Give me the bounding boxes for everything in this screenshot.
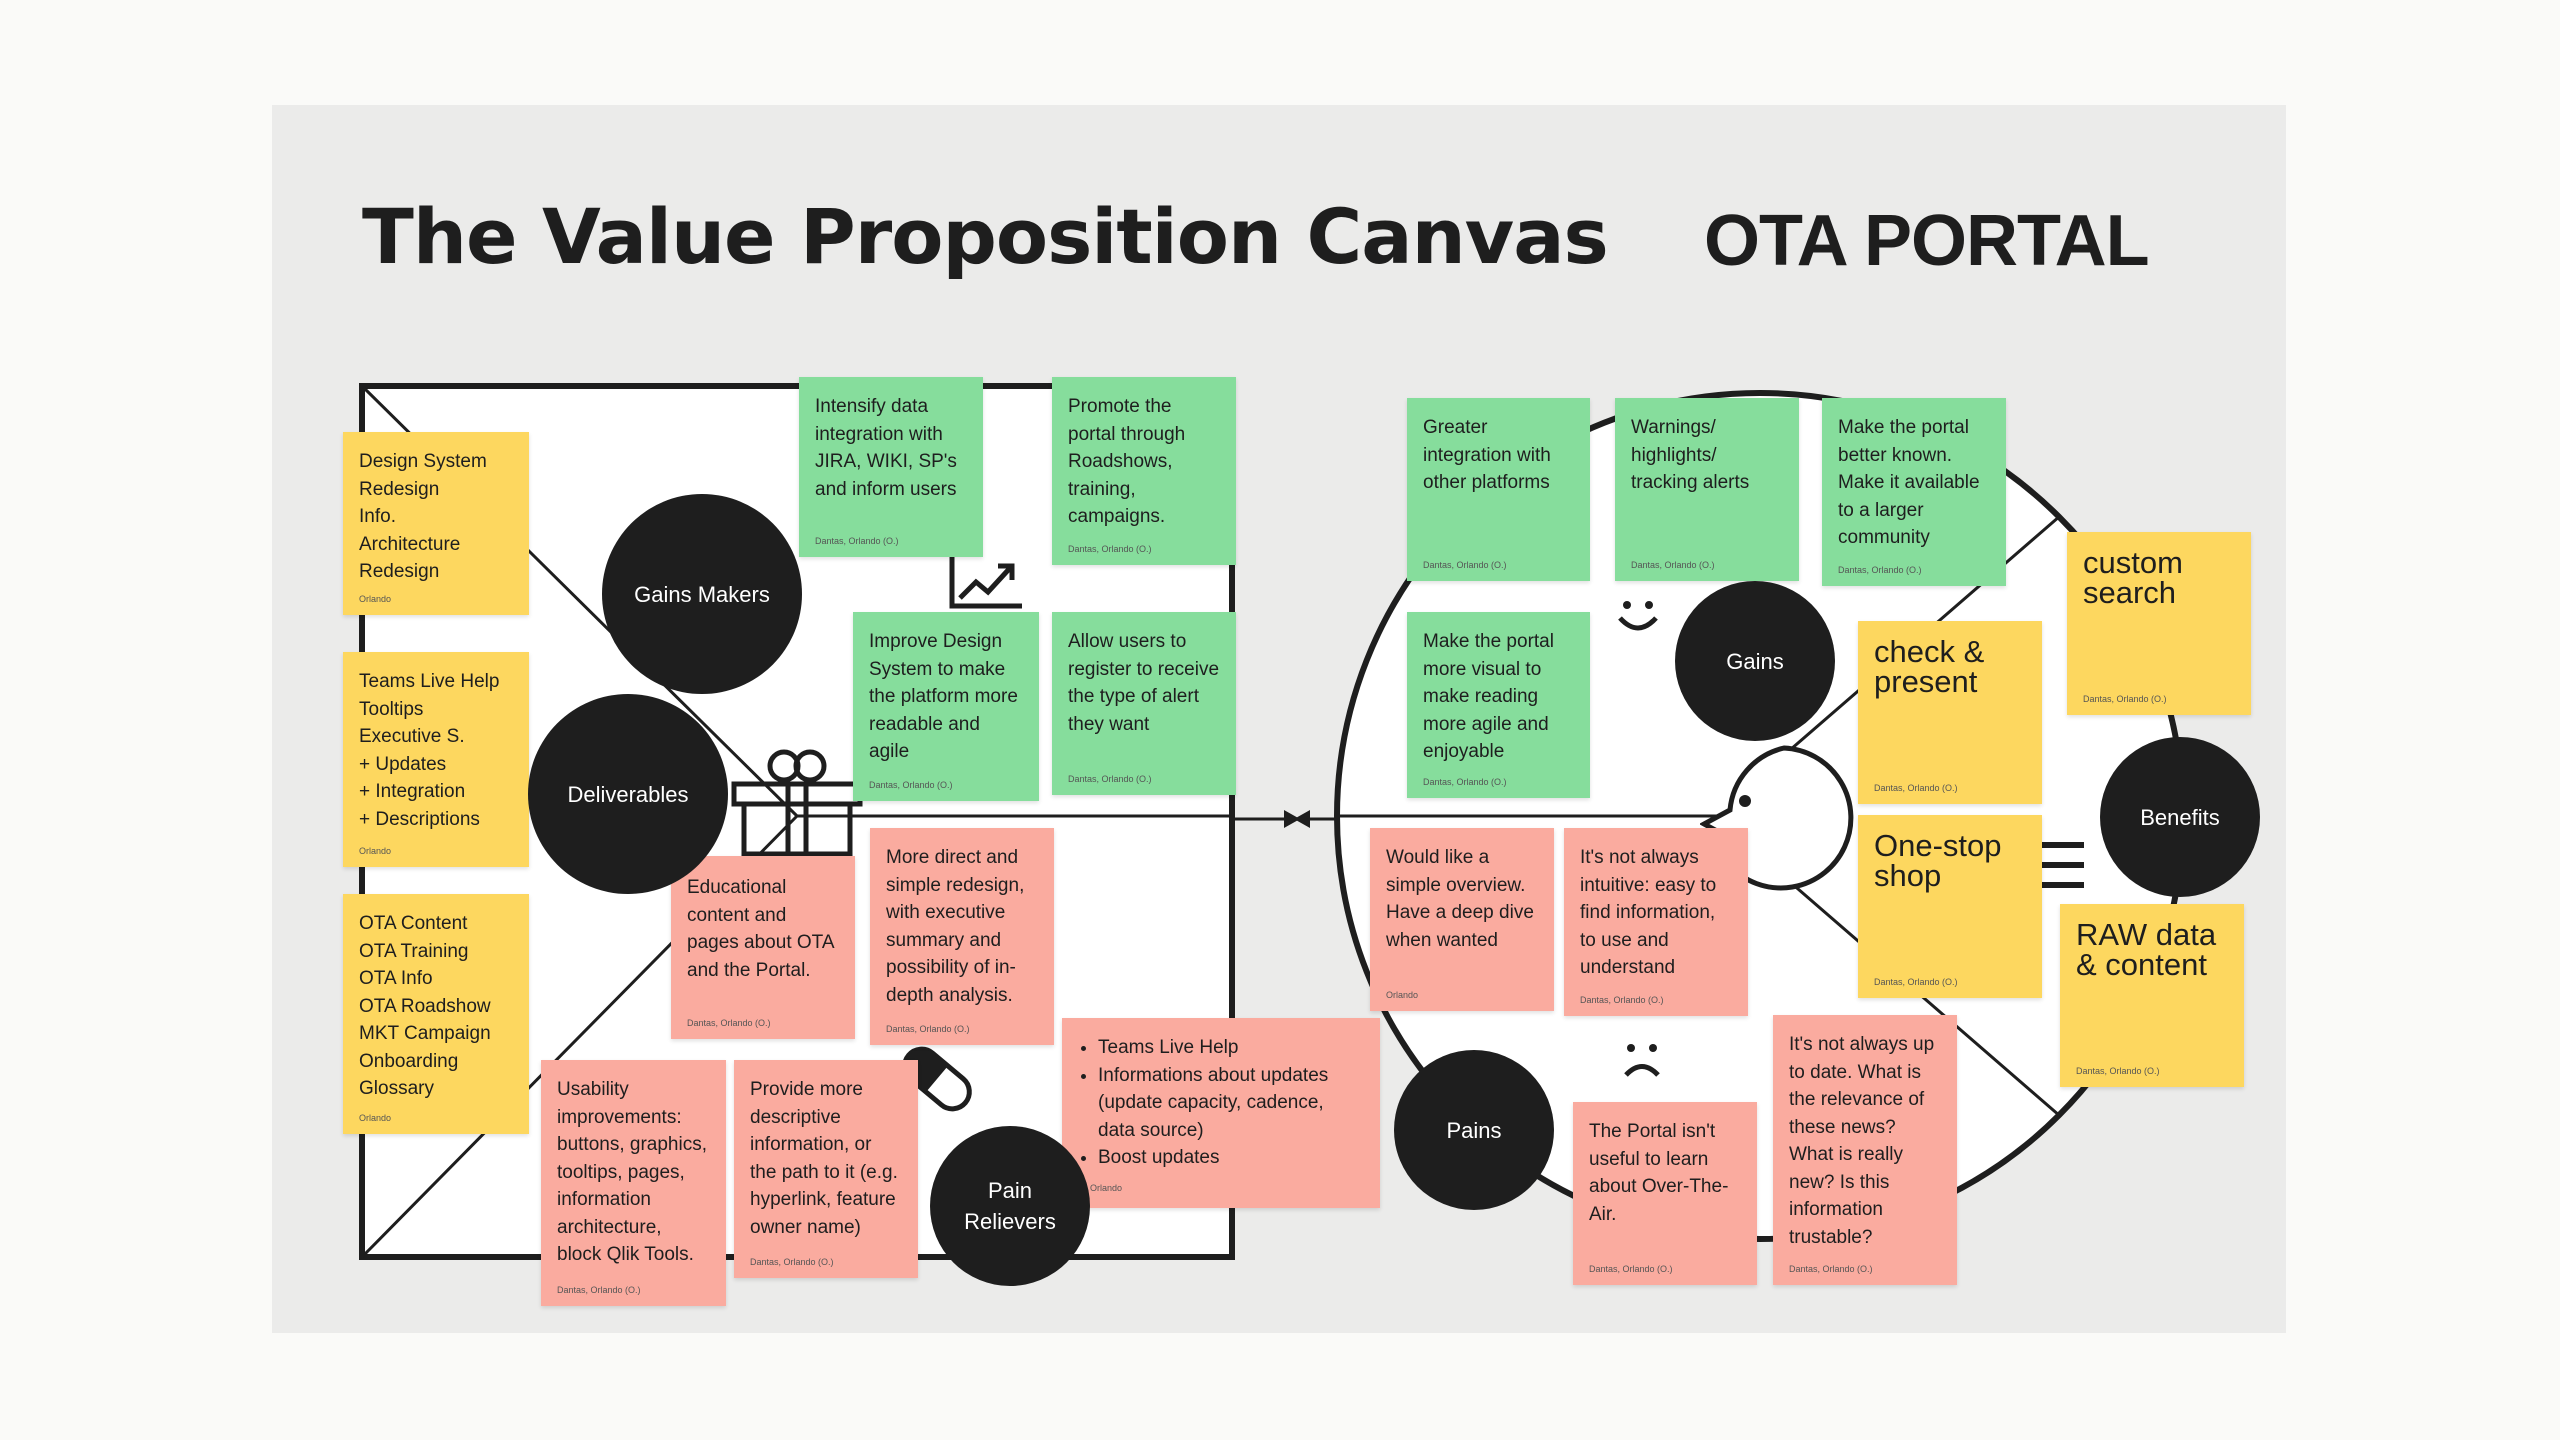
smile-icon bbox=[1618, 601, 1658, 631]
sticky-text: RAW data & content bbox=[2076, 917, 2217, 982]
sticky-text: Make the portal more visual to make read… bbox=[1423, 631, 1554, 762]
sticky-author: Dantas, Orlando (O.) bbox=[750, 1257, 834, 1267]
sticky-text: The Portal isn't useful to learn about O… bbox=[1589, 1121, 1729, 1225]
list-item: Boost updates bbox=[1098, 1144, 1364, 1172]
sticky-note-more-visual[interactable]: Make the portal more visual to make read… bbox=[1407, 612, 1590, 798]
sticky-author: Orlando bbox=[359, 846, 392, 856]
sticky-author: Dantas, Orlando (O.) bbox=[2076, 1066, 2160, 1076]
list-item: Teams Live Help bbox=[1098, 1034, 1364, 1062]
sticky-author: Dantas, Orlando (O.) bbox=[1580, 995, 1664, 1005]
gains-makers-label: Gains Makers bbox=[602, 494, 802, 694]
sticky-author: Dantas, Orlando (O.) bbox=[886, 1024, 970, 1034]
sticky-note-ota-content[interactable]: OTA Content OTA Training OTA Info OTA Ro… bbox=[343, 894, 529, 1134]
sticky-note-teams-updates-list[interactable]: Teams Live Help Informations about updat… bbox=[1062, 1018, 1380, 1208]
sticky-note-greater-integration[interactable]: Greater integration with other platforms… bbox=[1407, 398, 1590, 581]
sticky-author: Orlando bbox=[1386, 990, 1419, 1000]
sticky-author: Dantas, Orlando (O.) bbox=[687, 1018, 771, 1028]
bullet-list: Teams Live Help Informations about updat… bbox=[1074, 1034, 1364, 1172]
sticky-text: Would like a simple overview. Have a dee… bbox=[1386, 847, 1534, 951]
sticky-note-not-up-to-date[interactable]: It's not always up to date. What is the … bbox=[1773, 1015, 1957, 1285]
pains-label: Pains bbox=[1394, 1050, 1554, 1210]
sticky-note-design-system[interactable]: Design System Redesign Info. Architectur… bbox=[343, 432, 529, 615]
pain-relievers-label: Pain Relievers bbox=[930, 1126, 1090, 1286]
sticky-text: Design System Redesign Info. Architectur… bbox=[359, 451, 487, 582]
sticky-author: Dantas, Orlando (O.) bbox=[1068, 544, 1152, 554]
frown-icon bbox=[1624, 1044, 1660, 1077]
sticky-note-improve-design[interactable]: Improve Design System to make the platfo… bbox=[853, 612, 1039, 801]
sticky-text: It's not always up to date. What is the … bbox=[1789, 1034, 1935, 1248]
sticky-author: Dantas, Orlando (O.) bbox=[557, 1285, 641, 1295]
sticky-note-not-useful[interactable]: The Portal isn't useful to learn about O… bbox=[1573, 1102, 1757, 1285]
page-subtitle: OTA PORTAL bbox=[1704, 201, 2150, 281]
sticky-text: Educational content and pages about OTA … bbox=[687, 877, 835, 981]
sticky-text: custom search bbox=[2083, 545, 2183, 610]
deliverables-label: Deliverables bbox=[528, 694, 728, 894]
sticky-note-intensify-data[interactable]: Intensify data integration with JIRA, WI… bbox=[799, 377, 983, 557]
list-item: Informations about updates (update capac… bbox=[1098, 1062, 1364, 1145]
fit-arrow-right-head bbox=[1284, 810, 1300, 828]
sticky-text: Usability improvements: buttons, graphic… bbox=[557, 1079, 707, 1265]
sticky-author: Dantas, Orlando (O.) bbox=[1423, 777, 1507, 787]
sticky-text: OTA Content OTA Training OTA Info OTA Ro… bbox=[359, 913, 491, 1099]
sticky-note-provide-info[interactable]: Provide more descriptive information, or… bbox=[734, 1060, 918, 1278]
sticky-author: Dantas, Orlando (O.) bbox=[815, 536, 899, 546]
sticky-note-better-known[interactable]: Make the portal better known. Make it av… bbox=[1822, 398, 2006, 586]
sticky-text: Promote the portal through Roadshows, tr… bbox=[1068, 396, 1186, 527]
sticky-author: Orlando bbox=[1090, 1183, 1123, 1193]
sticky-author: Orlando bbox=[359, 594, 392, 604]
sticky-note-direct-redesign[interactable]: More direct and simple redesign, with ex… bbox=[870, 828, 1054, 1045]
sticky-text: Improve Design System to make the platfo… bbox=[869, 631, 1018, 762]
sticky-author: Orlando bbox=[359, 1113, 392, 1123]
sticky-text: Allow users to register to receive the t… bbox=[1068, 631, 1220, 735]
sticky-text: More direct and simple redesign, with ex… bbox=[886, 847, 1025, 1006]
sticky-author: Dantas, Orlando (O.) bbox=[1874, 977, 1958, 987]
sticky-note-check-present[interactable]: check & present Dantas, Orlando (O.) bbox=[1858, 621, 2042, 804]
sticky-text: Teams Live Help Tooltips Executive S. + … bbox=[359, 671, 500, 830]
sticky-author: Dantas, Orlando (O.) bbox=[1789, 1264, 1873, 1274]
sticky-text: Provide more descriptive information, or… bbox=[750, 1079, 898, 1238]
sticky-text: It's not always intuitive: easy to find … bbox=[1580, 847, 1717, 978]
page-title: The Value Proposition Canvas bbox=[362, 192, 1609, 281]
sticky-note-custom-search[interactable]: custom search Dantas, Orlando (O.) bbox=[2067, 532, 2251, 715]
sticky-author: Dantas, Orlando (O.) bbox=[1631, 560, 1715, 570]
sticky-note-one-stop-shop[interactable]: One-stop shop Dantas, Orlando (O.) bbox=[1858, 815, 2042, 998]
sticky-author: Dantas, Orlando (O.) bbox=[2083, 694, 2167, 704]
sticky-author: Dantas, Orlando (O.) bbox=[1589, 1264, 1673, 1274]
sticky-text: Greater integration with other platforms bbox=[1423, 417, 1551, 493]
sticky-note-teams-live-help[interactable]: Teams Live Help Tooltips Executive S. + … bbox=[343, 652, 529, 867]
list-lines-icon bbox=[2038, 842, 2084, 888]
gains-label: Gains bbox=[1675, 581, 1835, 741]
sticky-text: Make the portal better known. Make it av… bbox=[1838, 417, 1980, 548]
sticky-author: Dantas, Orlando (O.) bbox=[1874, 783, 1958, 793]
sticky-note-educational-content[interactable]: Educational content and pages about OTA … bbox=[671, 856, 855, 1039]
sticky-note-not-intuitive[interactable]: It's not always intuitive: easy to find … bbox=[1564, 828, 1748, 1016]
sticky-author: Dantas, Orlando (O.) bbox=[1423, 560, 1507, 570]
sticky-note-simple-overview[interactable]: Would like a simple overview. Have a dee… bbox=[1370, 828, 1554, 1011]
fit-arrow-left-head bbox=[1294, 810, 1310, 828]
sticky-text: One-stop shop bbox=[1874, 828, 2002, 893]
sticky-note-usability[interactable]: Usability improvements: buttons, graphic… bbox=[541, 1060, 726, 1306]
sticky-author: Dantas, Orlando (O.) bbox=[1838, 565, 1922, 575]
sticky-text: Intensify data integration with JIRA, WI… bbox=[815, 396, 957, 500]
sticky-note-allow-users[interactable]: Allow users to register to receive the t… bbox=[1052, 612, 1236, 795]
sticky-text: Warnings/ highlights/ tracking alerts bbox=[1631, 417, 1750, 493]
sticky-note-warnings[interactable]: Warnings/ highlights/ tracking alerts Da… bbox=[1615, 398, 1799, 581]
benefits-label: Benefits bbox=[2100, 737, 2260, 897]
trending-up-icon bbox=[949, 556, 1022, 609]
sticky-note-promote-portal[interactable]: Promote the portal through Roadshows, tr… bbox=[1052, 377, 1236, 565]
sticky-author: Dantas, Orlando (O.) bbox=[1068, 774, 1152, 784]
gift-icon bbox=[731, 749, 863, 856]
sticky-text: check & present bbox=[1874, 634, 1985, 699]
sticky-author: Dantas, Orlando (O.) bbox=[869, 780, 953, 790]
sticky-note-raw-data[interactable]: RAW data & content Dantas, Orlando (O.) bbox=[2060, 904, 2244, 1087]
